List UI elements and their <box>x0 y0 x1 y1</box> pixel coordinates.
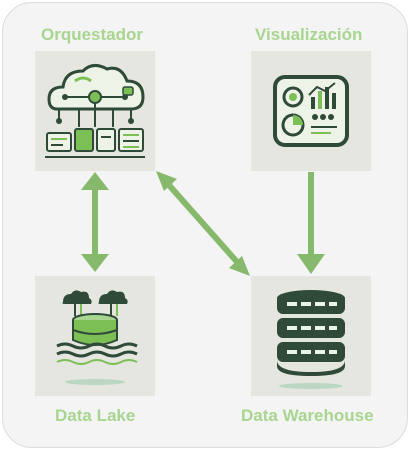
data-warehouse-label: Data Warehouse <box>241 406 374 425</box>
edge-orquestador-data-warehouse <box>156 171 250 276</box>
visualizacion-node[interactable] <box>251 51 371 171</box>
visualizacion-label: Visualización <box>255 25 363 44</box>
edge-visualizacion-data-warehouse <box>297 172 325 274</box>
orquestador-node[interactable] <box>35 51 155 171</box>
data-lake-label: Data Lake <box>55 406 136 425</box>
edge-orquestador-data-lake <box>81 172 109 272</box>
orquestador-label: Orquestador <box>41 25 144 44</box>
data-warehouse-node[interactable] <box>251 276 371 396</box>
server-stack-icon <box>277 290 345 389</box>
data-lake-icon <box>56 290 138 385</box>
cloud-circuit-icon <box>45 64 145 158</box>
dashboard-icon <box>273 75 349 147</box>
data-lake-node[interactable] <box>35 276 155 396</box>
